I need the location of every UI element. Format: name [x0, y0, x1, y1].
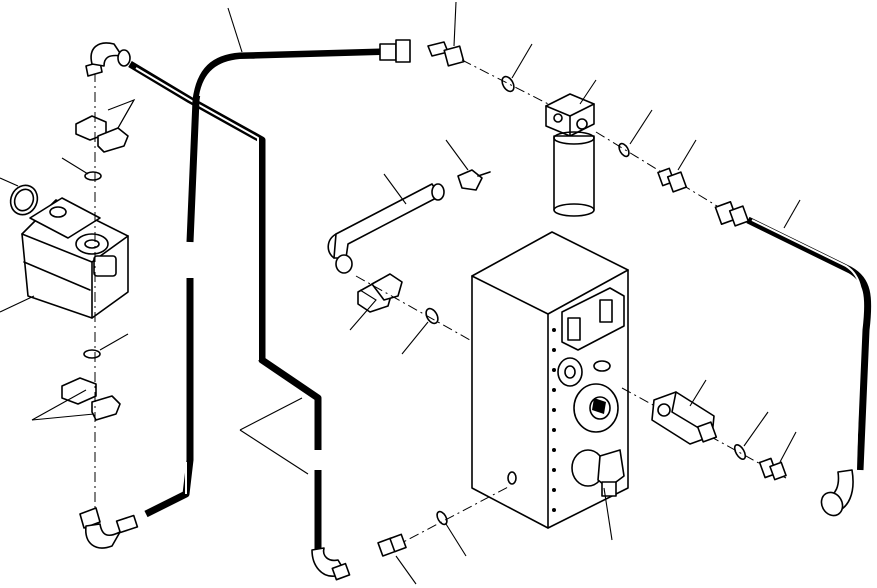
o-ring-large: [9, 184, 39, 216]
o-ring-top: [501, 75, 515, 93]
flange-clamp-halves-upper: [75, 98, 136, 153]
flange-clamp-valve: [349, 273, 403, 331]
upper-pressure-hose-end: [379, 39, 411, 63]
control-valve-body: [471, 231, 629, 529]
centerline-short-tube: [355, 275, 471, 341]
o-ring-valve-side: [425, 307, 439, 325]
line-filter: [545, 93, 595, 217]
centerline-lower: [391, 485, 511, 549]
small-elbow-fitting: [457, 169, 491, 191]
pump-discharge-elbow: [79, 507, 139, 549]
long-suction-hose: [128, 48, 381, 550]
straight-adapter: [657, 167, 688, 193]
straight-connector: [758, 457, 787, 481]
filter-outlet-hose: [714, 201, 872, 517]
centerline-relief: [621, 387, 787, 479]
centerline-filter-out: [595, 131, 731, 215]
relief-valve: [651, 391, 718, 445]
o-ring-relief: [733, 443, 747, 461]
elbow-fitting-top: [427, 41, 465, 67]
o-ring-lower-pump: [83, 349, 101, 359]
short-tube-assembly: [327, 183, 445, 274]
lower-hose-end: [311, 547, 351, 581]
o-ring-lower: [436, 510, 448, 526]
pump-suction-elbow: [85, 42, 131, 77]
lower-return-hose-fitting: [377, 533, 407, 557]
o-ring-filter: [618, 142, 630, 158]
centerline-top: [461, 59, 561, 111]
hydraulic-pump: [21, 197, 129, 319]
o-ring-upper-pump: [84, 171, 102, 181]
flange-clamp-halves-lower: [31, 377, 121, 421]
